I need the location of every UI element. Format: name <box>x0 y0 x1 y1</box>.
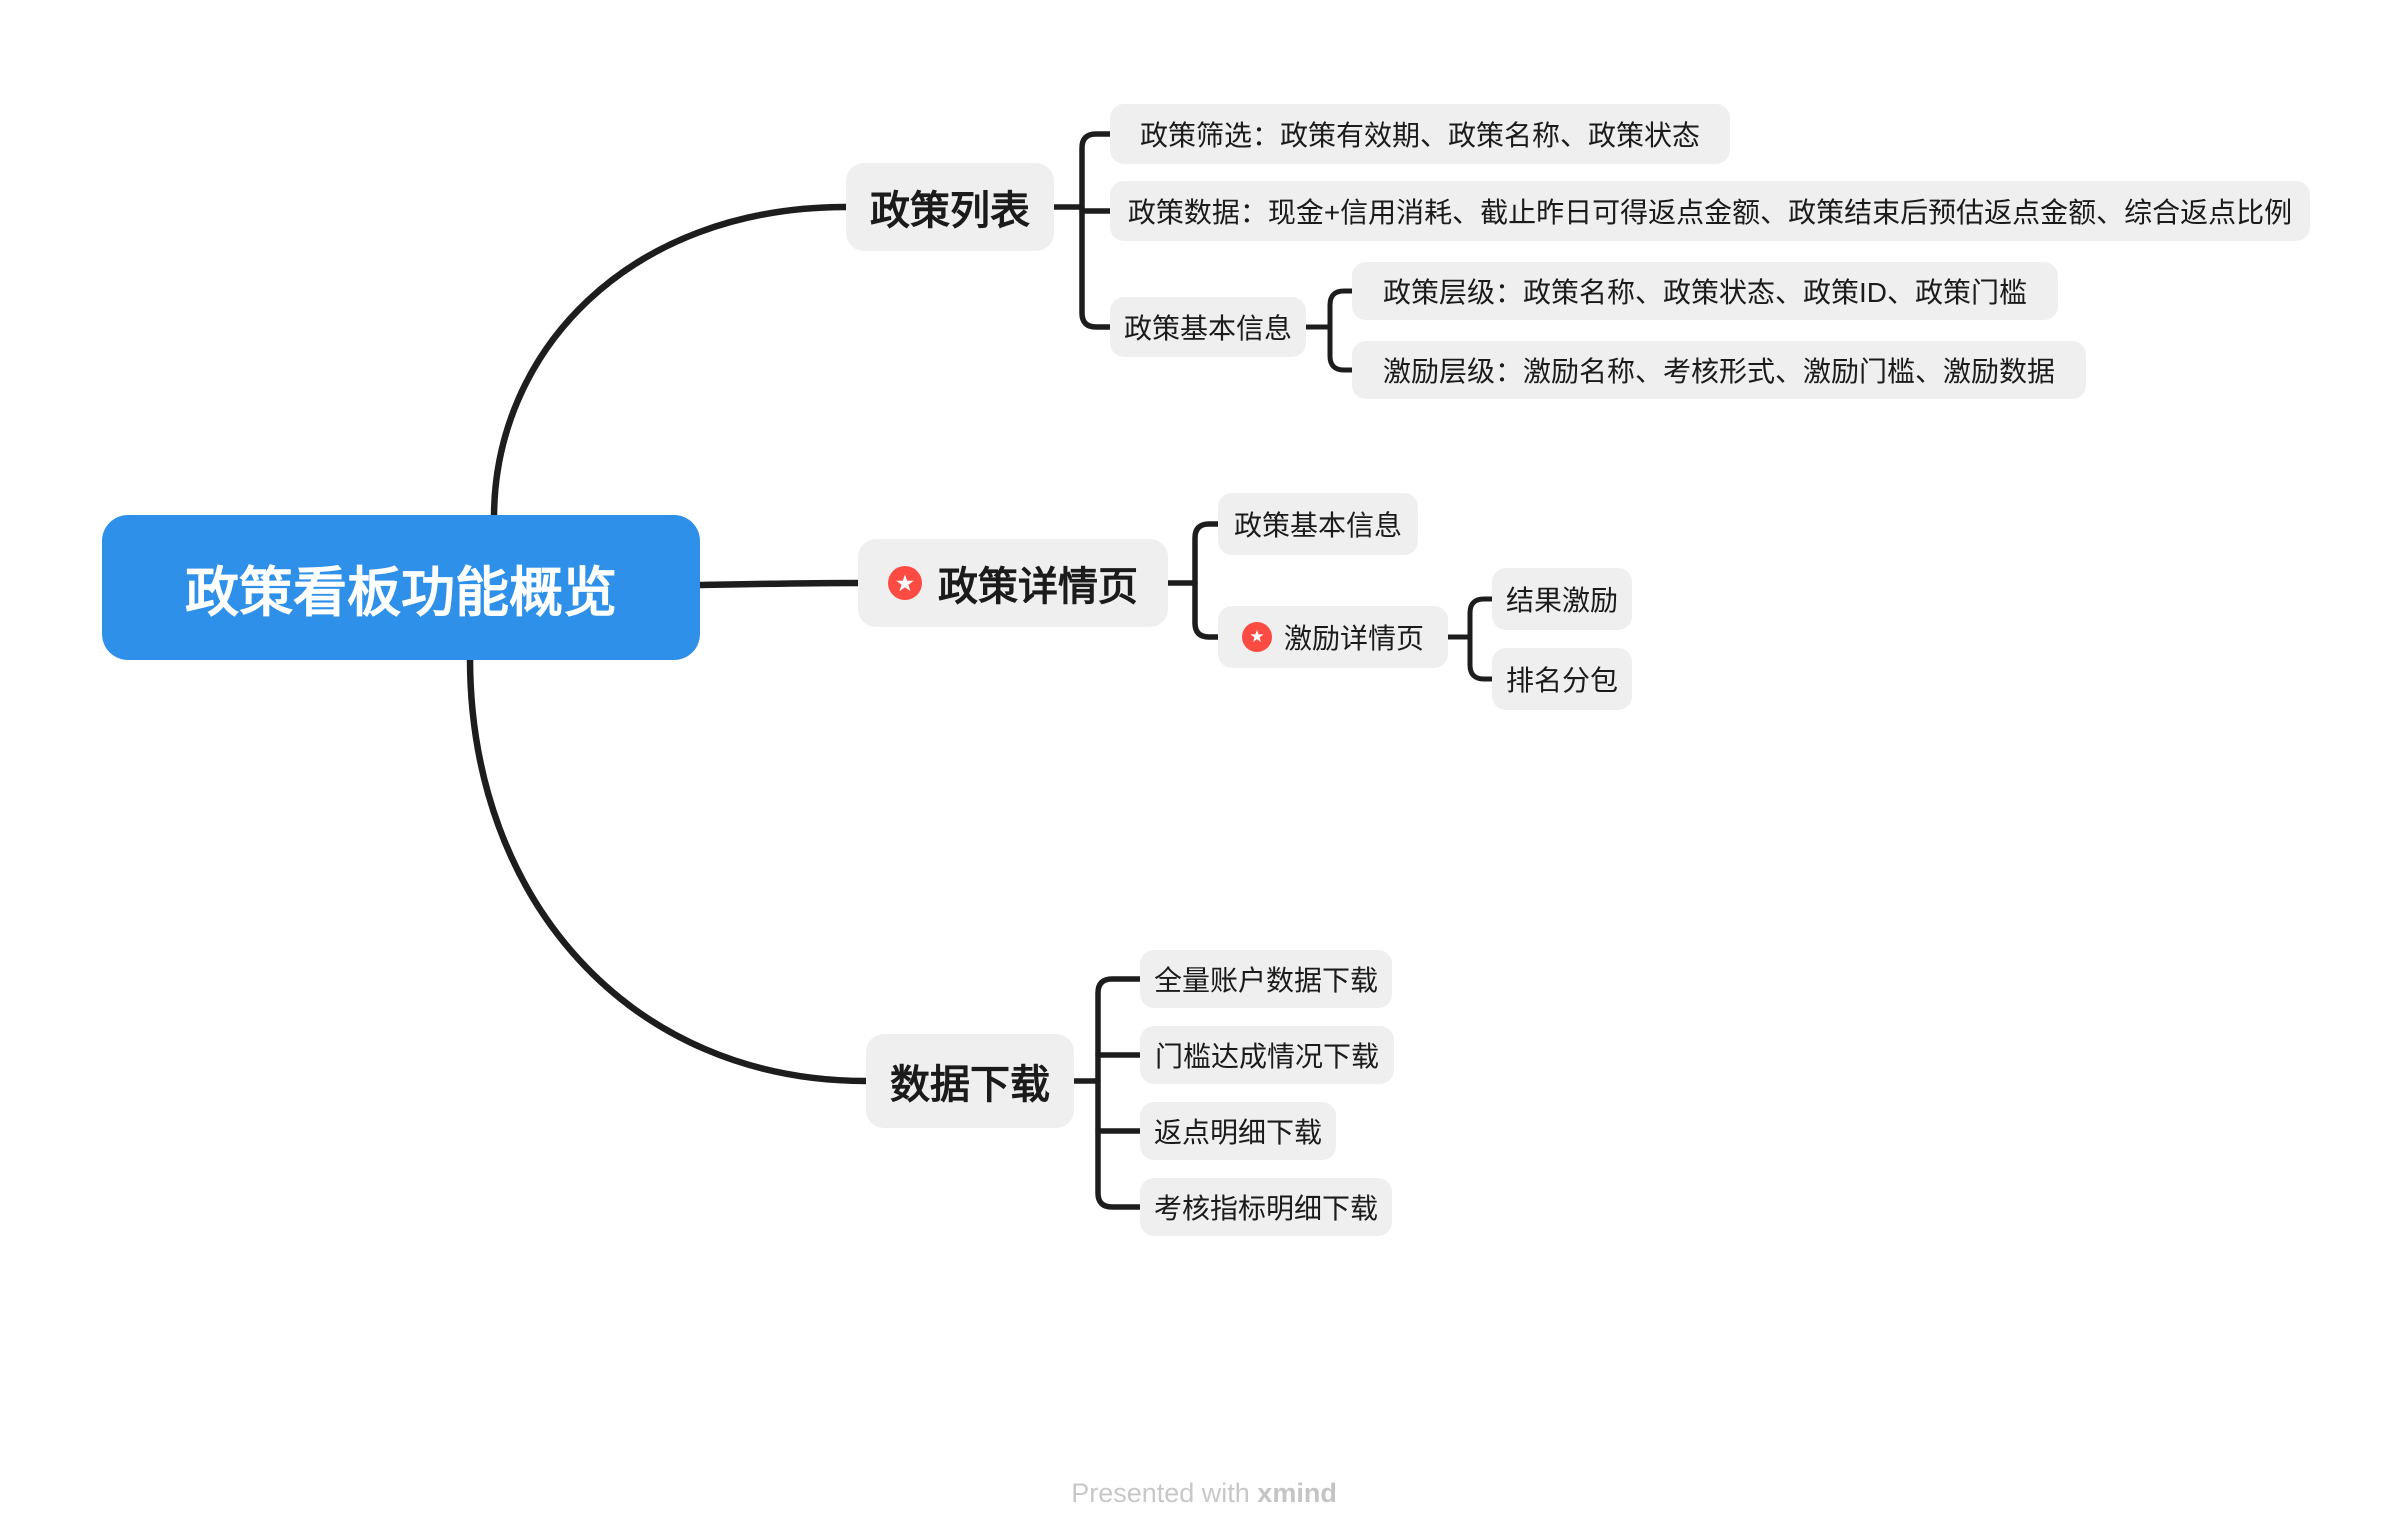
watermark-prefix: Presented with <box>1071 1478 1258 1508</box>
watermark: Presented with xmind <box>0 1478 2408 1509</box>
topic-ranking-package-label: 排名分包 <box>1505 665 1618 696</box>
topic-policy-detail-page-label: 政策详情页 <box>938 565 1138 609</box>
topic-rebate-detail-download[interactable]: 返点明细下载 <box>1140 1102 1336 1160</box>
topic-policy-basic-info-detail-label: 政策基本信息 <box>1233 510 1402 541</box>
topic-policy-level[interactable]: 政策层级：政策名称、政策状态、政策ID、政策门槛 <box>1352 262 2058 320</box>
topic-assessment-indicator-download-label: 考核指标明细下载 <box>1153 1193 1378 1224</box>
topic-policy-list-label: 政策列表 <box>870 189 1030 233</box>
topic-threshold-achievement-download[interactable]: 门槛达成情况下载 <box>1140 1026 1394 1084</box>
topic-policy-basic-info-label: 政策基本信息 <box>1123 313 1292 344</box>
edge-incentive-detail-trunk <box>1467 596 1495 682</box>
topic-full-account-data-download[interactable]: 全量账户数据下载 <box>1140 950 1392 1008</box>
topic-result-incentive[interactable]: 结果激励 <box>1492 568 1632 630</box>
topic-policy-data[interactable]: 政策数据：现金+信用消耗、截止昨日可得返点金额、政策结束后预估返点金额、综合返点… <box>1110 181 2310 241</box>
topic-incentive-detail-page-label: 激励详情页 <box>1283 623 1424 654</box>
edge-policy-list-trunk <box>1079 131 1113 330</box>
topic-data-download-label: 数据下载 <box>890 1063 1050 1107</box>
topic-policy-list[interactable]: 政策列表 <box>846 163 1054 251</box>
topic-result-incentive-label: 结果激励 <box>1505 585 1618 616</box>
topic-incentive-detail-page[interactable]: ★ 激励详情页 <box>1218 606 1448 668</box>
root-topic[interactable]: 政策看板功能概览 <box>102 515 700 660</box>
edge-basic-info-trunk <box>1327 288 1355 373</box>
topic-policy-filter[interactable]: 政策筛选：政策有效期、政策名称、政策状态 <box>1110 104 1730 164</box>
edge-root-policy-detail <box>696 579 862 589</box>
star-icon: ★ <box>1241 622 1272 652</box>
edge-data-download-trunk <box>1095 976 1143 1210</box>
edge-root-policy-list <box>490 203 850 522</box>
topic-full-account-data-download-label: 全量账户数据下载 <box>1153 965 1378 996</box>
topic-incentive-level[interactable]: 激励层级：激励名称、考核形式、激励门槛、激励数据 <box>1352 341 2086 399</box>
topic-threshold-achievement-download-label: 门槛达成情况下载 <box>1154 1041 1379 1072</box>
topic-policy-filter-label: 政策筛选：政策有效期、政策名称、政策状态 <box>1139 120 1700 151</box>
topic-policy-basic-info[interactable]: 政策基本信息 <box>1110 297 1306 357</box>
topic-incentive-level-label: 激励层级：激励名称、考核形式、激励门槛、激励数据 <box>1382 356 2055 387</box>
edge-root-data-download <box>466 654 870 1085</box>
topic-data-download[interactable]: 数据下载 <box>866 1034 1074 1128</box>
topic-policy-level-label: 政策层级：政策名称、政策状态、政策ID、政策门槛 <box>1382 277 2027 308</box>
topic-assessment-indicator-download[interactable]: 考核指标明细下载 <box>1140 1178 1392 1236</box>
root-topic-label: 政策看板功能概览 <box>185 563 617 623</box>
topic-policy-basic-info-detail[interactable]: 政策基本信息 <box>1218 493 1418 555</box>
topic-rebate-detail-download-label: 返点明细下载 <box>1153 1117 1322 1148</box>
star-glyph: ★ <box>1249 627 1265 646</box>
star-glyph: ★ <box>896 572 914 595</box>
star-icon: ★ <box>888 566 922 600</box>
edge-policy-detail-trunk <box>1192 521 1221 640</box>
topic-policy-detail-page[interactable]: ★ 政策详情页 <box>858 539 1168 627</box>
topic-policy-data-label: 政策数据：现金+信用消耗、截止昨日可得返点金额、政策结束后预估返点金额、综合返点… <box>1127 197 2293 228</box>
topic-ranking-package[interactable]: 排名分包 <box>1492 648 1632 710</box>
watermark-brand: xmind <box>1257 1478 1337 1508</box>
